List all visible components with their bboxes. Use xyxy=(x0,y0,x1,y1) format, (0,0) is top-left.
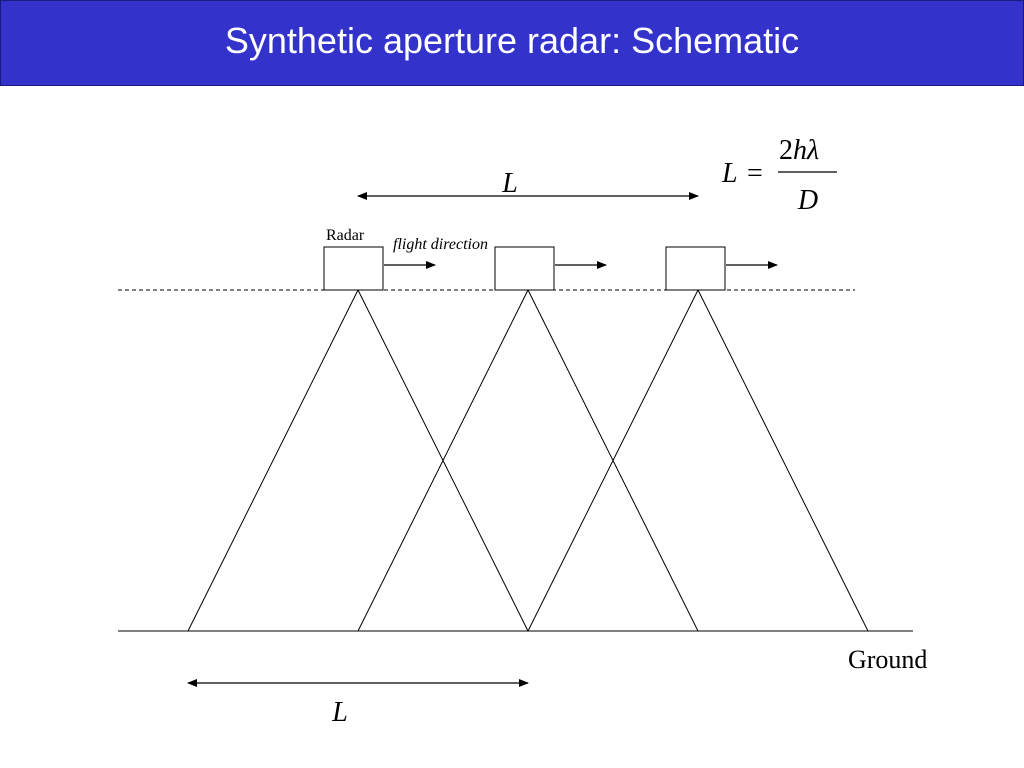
radar-box-1 xyxy=(323,246,384,291)
radar-label: Radar xyxy=(326,227,365,244)
beam-3 xyxy=(527,289,869,632)
title-bar: Synthetic aperture radar: Schematic xyxy=(0,0,1024,86)
formula-equals: = xyxy=(747,158,763,189)
ground-label: Ground xyxy=(848,645,927,674)
bottom-length-label: L xyxy=(331,697,348,728)
beam-1 xyxy=(187,289,529,632)
formula-lhs: L xyxy=(721,158,738,189)
radar-box-2 xyxy=(494,246,555,291)
radar-box-3 xyxy=(665,246,726,291)
aperture-formula: L = 2hλ D xyxy=(721,135,837,216)
slide-title: Synthetic aperture radar: Schematic xyxy=(224,20,800,61)
top-length-label: L xyxy=(501,168,518,199)
beam-2 xyxy=(357,289,699,632)
flight-direction-label: flight direction xyxy=(393,236,488,253)
formula-denominator: D xyxy=(797,185,818,216)
formula-numerator: 2hλ xyxy=(779,135,819,166)
